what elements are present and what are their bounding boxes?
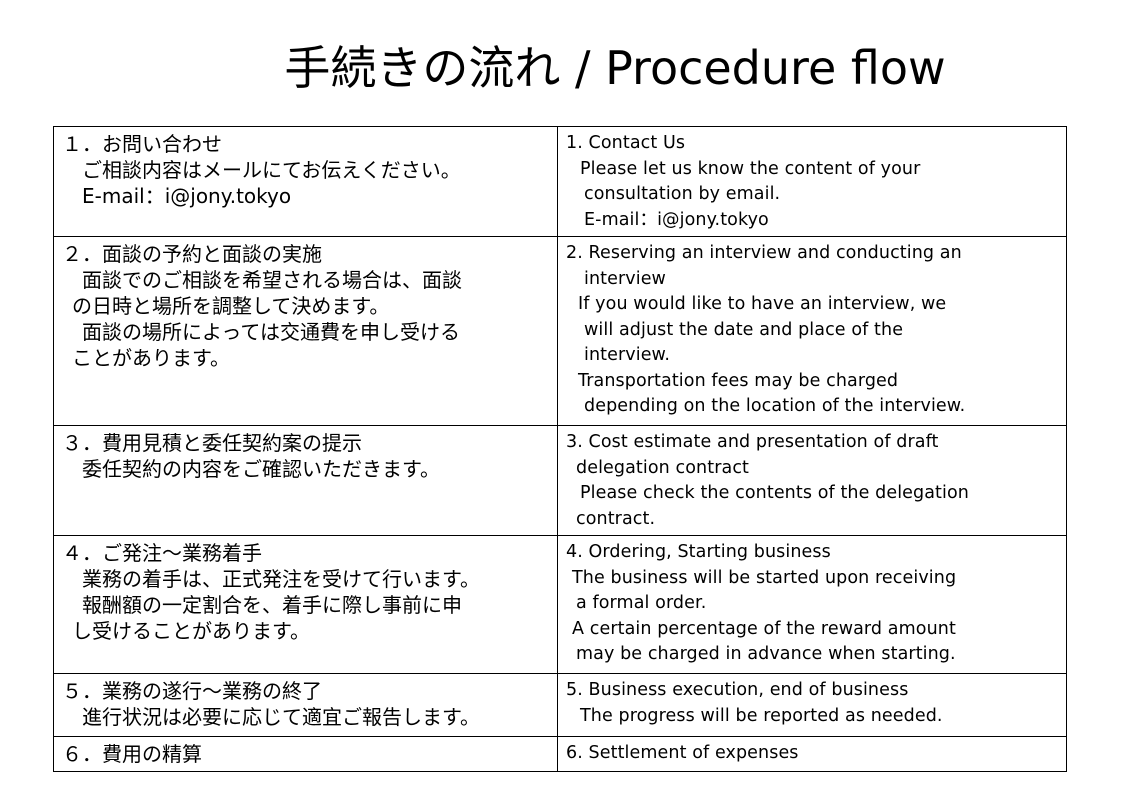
step-4-en-line: may be charged in advance when starting. <box>576 644 956 664</box>
step-3-en-line: contract. <box>576 508 656 529</box>
step-4-en-line: a formal order. <box>576 593 707 613</box>
step-2-ja-cell: ２．面談の予約と面談の実施 面談でのご相談を希望される場合は、面談 の日時と場所… <box>53 236 558 426</box>
step-1-ja-line: ご相談内容はメールにてお伝えください。 <box>82 158 461 182</box>
step-4-ja-line: し受けることがあります。 <box>72 619 310 643</box>
step-3-ja-line: 委任契約の内容をご確認いただきます。 <box>82 457 440 481</box>
page-title: 手続きの流れ / Procedure flow <box>284 41 946 95</box>
step-6-ja-heading: ６．費用の精算 <box>62 742 202 766</box>
step-5-en-cell: 5. Business execution, end of business T… <box>557 673 1067 737</box>
step-6-ja-cell: ６．費用の精算 <box>53 736 558 772</box>
step-6-en-heading: 6. Settlement of expenses <box>566 743 799 763</box>
step-4-ja-line: 報酬額の一定割合を、着手に際し事前に申 <box>82 593 462 617</box>
step-2-en-line: Transportation fees may be charged <box>578 370 899 391</box>
step-2-ja-line: 面談の場所によっては交通費を申し受ける <box>82 320 460 344</box>
step-2-en-line: depending on the location of the intervi… <box>584 396 966 416</box>
step-3-en-heading: 3. Cost estimate and presentation of dra… <box>566 432 939 452</box>
step-5-ja-line: 進行状況は必要に応じて適宜ご報告します。 <box>82 705 480 729</box>
table-row: ６．費用の精算 6. Settlement of expenses <box>53 736 1067 772</box>
step-2-en-line: will adjust the date and place of the <box>584 319 904 340</box>
step-1-ja-cell: １．お問い合わせ ご相談内容はメールにてお伝えください。 E-mail：i@jo… <box>53 126 558 237</box>
step-3-ja-heading: ３．費用見積と委任契約案の提示 <box>62 431 362 455</box>
procedure-table: １．お問い合わせ ご相談内容はメールにてお伝えください。 E-mail：i@jo… <box>53 126 1067 772</box>
step-2-en-line: interview. <box>584 345 671 365</box>
step-4-en-line: The business will be started upon receiv… <box>572 567 957 588</box>
step-4-ja-line: 業務の着手は、正式発注を受けて行います。 <box>82 567 480 591</box>
step-2-en-heading: 2. Reserving an interview and conducting… <box>566 243 962 263</box>
step-1-en-heading: 1. Contact Us <box>566 133 686 153</box>
step-2-ja-line: ことがあります。 <box>72 346 230 370</box>
step-2-en-line: If you would like to have an interview, … <box>578 294 947 314</box>
step-3-ja-cell: ３．費用見積と委任契約案の提示 委任契約の内容をご確認いただきます。 <box>53 425 558 536</box>
step-1-ja-email: E-mail：i@jony.tokyo <box>82 184 292 208</box>
step-5-ja-heading: ５．業務の遂行～業務の終了 <box>62 679 322 703</box>
table-row: ２．面談の予約と面談の実施 面談でのご相談を希望される場合は、面談 の日時と場所… <box>53 236 1067 426</box>
table-row: ４．ご発注～業務着手 業務の着手は、正式発注を受けて行います。 報酬額の一定割合… <box>53 535 1067 674</box>
step-1-ja-heading: １．お問い合わせ <box>62 132 222 156</box>
step-2-ja-line: の日時と場所を調整して決めます。 <box>72 294 390 318</box>
table-row: ５．業務の遂行～業務の終了 進行状況は必要に応じて適宜ご報告します。 5. Bu… <box>53 673 1067 737</box>
step-3-en-line: delegation contract <box>576 457 750 478</box>
step-3-en-cell: 3. Cost estimate and presentation of dra… <box>557 425 1067 536</box>
step-4-en-cell: 4. Ordering, Starting business The busin… <box>557 535 1067 674</box>
step-4-en-line: A certain percentage of the reward amoun… <box>572 618 956 639</box>
step-1-en-cell: 1. Contact Us Please let us know the con… <box>557 126 1067 237</box>
table-row: ３．費用見積と委任契約案の提示 委任契約の内容をご確認いただきます。 3. Co… <box>53 425 1067 536</box>
step-1-en-line: consultation by email. <box>584 184 781 204</box>
step-5-ja-cell: ５．業務の遂行～業務の終了 進行状況は必要に応じて適宜ご報告します。 <box>53 673 558 737</box>
step-2-ja-line: 面談でのご相談を希望される場合は、面談 <box>82 268 462 292</box>
step-1-en-line: Please let us know the content of your <box>580 158 921 179</box>
step-2-ja-heading: ２．面談の予約と面談の実施 <box>62 242 322 266</box>
step-6-en-cell: 6. Settlement of expenses <box>557 736 1067 772</box>
step-1-en-email: E-mail：i@jony.tokyo <box>584 209 769 230</box>
step-5-en-heading: 5. Business execution, end of business <box>566 680 909 700</box>
step-5-en-line: The progress will be reported as needed. <box>580 705 943 726</box>
step-4-en-heading: 4. Ordering, Starting business <box>566 542 831 562</box>
step-4-ja-heading: ４．ご発注～業務着手 <box>62 541 262 565</box>
step-2-en-line: interview <box>584 268 666 289</box>
step-2-en-cell: 2. Reserving an interview and conducting… <box>557 236 1067 426</box>
table-row: １．お問い合わせ ご相談内容はメールにてお伝えください。 E-mail：i@jo… <box>53 126 1067 237</box>
step-3-en-line: Please check the contents of the delegat… <box>580 483 969 503</box>
step-4-ja-cell: ４．ご発注～業務着手 業務の着手は、正式発注を受けて行います。 報酬額の一定割合… <box>53 535 558 674</box>
